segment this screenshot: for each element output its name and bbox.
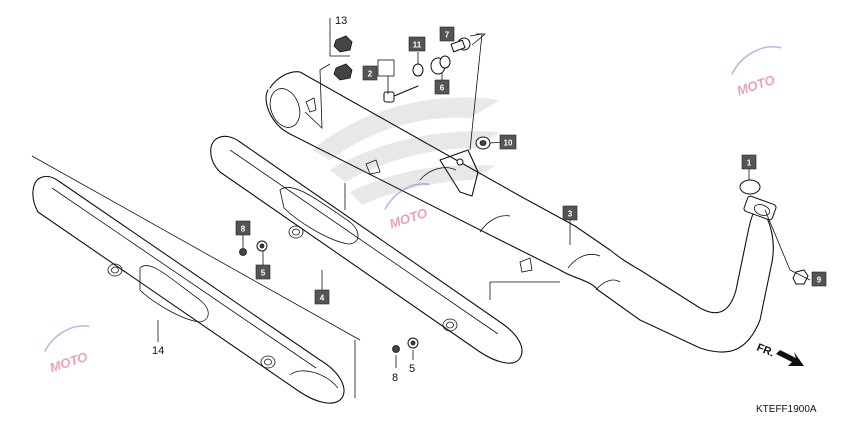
- callout-1: 1: [741, 154, 757, 170]
- mounting-bracket: [439, 149, 479, 197]
- group-line-muffler-right: [489, 281, 560, 300]
- callout-2: 2: [362, 65, 378, 81]
- callout-4: 4: [314, 289, 330, 305]
- heat-shield-inner: [210, 135, 523, 364]
- reference-box: [377, 59, 395, 77]
- group-line-muffler-left: [304, 63, 331, 129]
- group-line-14-top: [31, 155, 361, 341]
- callout-7: 7: [439, 26, 455, 42]
- callout-3: 3: [562, 205, 578, 221]
- svg-text:5: 5: [261, 269, 266, 278]
- svg-text:3: 3: [568, 210, 573, 219]
- callout-10: 10: [499, 134, 517, 150]
- callout-6: 6: [434, 79, 450, 95]
- svg-text:11: 11: [413, 41, 422, 50]
- svg-text:8: 8: [241, 225, 246, 234]
- svg-text:9: 9: [817, 276, 822, 285]
- svg-text:FR.: FR.: [755, 342, 776, 360]
- watermark-top-right: MOTO: [731, 46, 782, 98]
- label-8-lower: 8: [392, 372, 398, 384]
- label-13: 13: [335, 15, 347, 27]
- svg-text:1: 1: [747, 159, 752, 168]
- callout-9: 9: [811, 271, 827, 287]
- svg-text:MOTO: MOTO: [388, 205, 430, 231]
- hardware-items: [239, 35, 809, 353]
- label-5-lower: 5: [409, 363, 415, 375]
- svg-text:2: 2: [368, 70, 373, 79]
- label-14: 14: [152, 345, 164, 357]
- callout-11: 11: [408, 36, 426, 52]
- watermark-bottom-left: MOTO: [44, 325, 90, 375]
- callout-5-upper: 5: [255, 264, 271, 280]
- svg-text:4: 4: [320, 294, 325, 303]
- svg-text:MOTO: MOTO: [48, 349, 90, 375]
- muffler-assembly: [265, 71, 777, 353]
- background-wing-logo: [312, 97, 500, 205]
- svg-text:6: 6: [440, 84, 445, 93]
- svg-text:7: 7: [445, 31, 450, 40]
- diagram-code: KTEFF1900A: [756, 404, 817, 415]
- exhaust-flange: [743, 195, 777, 221]
- heat-shield-outer: [32, 175, 345, 404]
- svg-text:10: 10: [504, 139, 513, 148]
- front-direction-arrow: FR.: [755, 342, 804, 366]
- callout-8-upper: 8: [235, 220, 251, 236]
- svg-text:MOTO: MOTO: [735, 72, 777, 98]
